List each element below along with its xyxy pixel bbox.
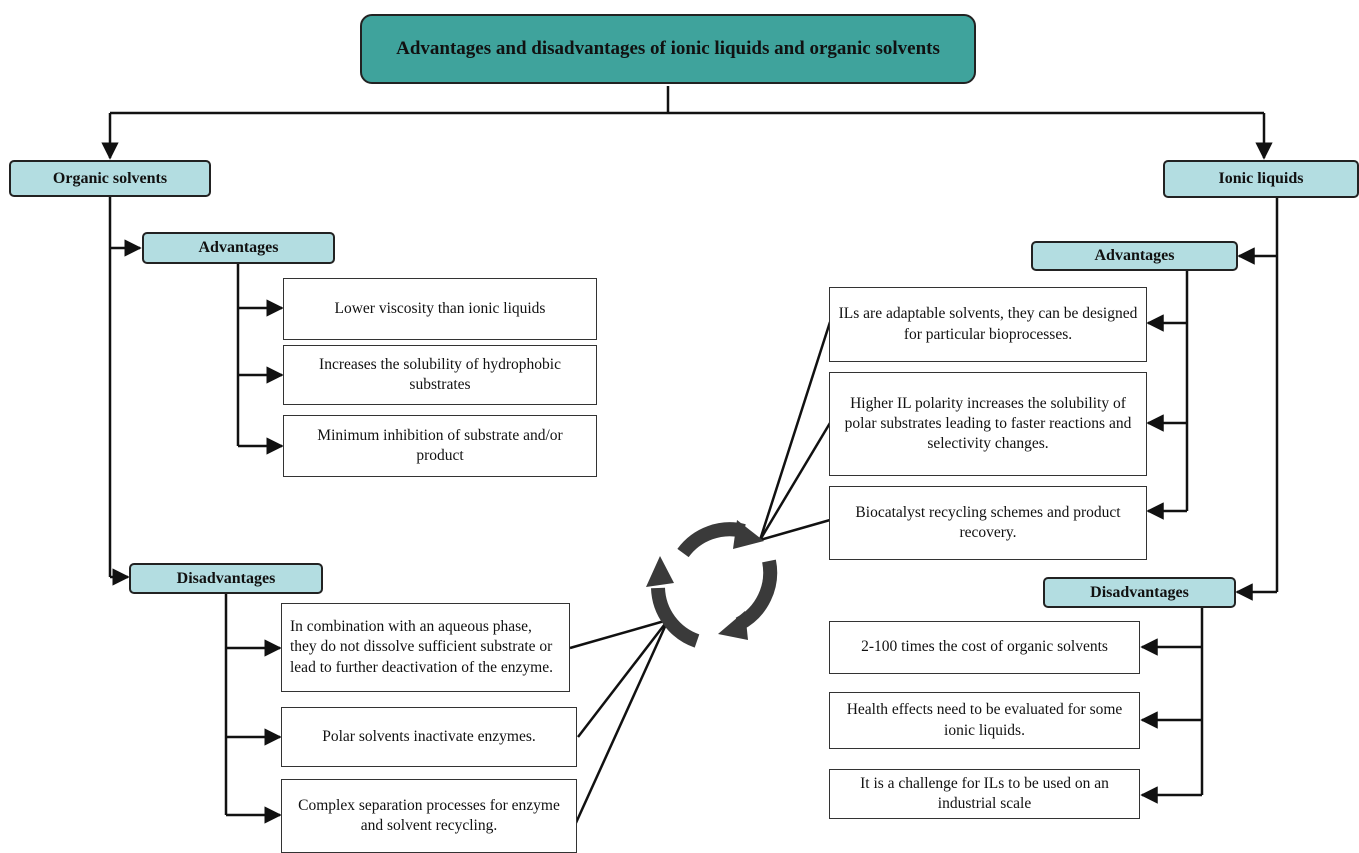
recycle-cycle-icon xyxy=(646,520,778,648)
ionic-advantage-1: ILs are adaptable solvents, they can be … xyxy=(829,287,1147,362)
ionic-liquids-label: Ionic liquids xyxy=(1163,160,1359,198)
organic-advantage-1: Lower viscosity than ionic liquids xyxy=(283,278,597,340)
organic-solvents-label: Organic solvents xyxy=(9,160,211,197)
organic-advantage-2: Increases the solubility of hydrophobic … xyxy=(283,345,597,405)
organic-advantages-label: Advantages xyxy=(142,232,335,264)
ionic-advantages-label: Advantages xyxy=(1031,241,1238,271)
organic-disadvantages-label: Disadvantages xyxy=(129,563,323,594)
ionic-advantage-2: Higher IL polarity increases the solubil… xyxy=(829,372,1147,476)
organic-disadvantage-3: Complex separation processes for enzyme … xyxy=(281,779,577,853)
ionic-disadvantage-2: Health effects need to be evaluated for … xyxy=(829,692,1140,749)
organic-disadvantage-1: In combination with an aqueous phase, th… xyxy=(281,603,570,692)
organic-advantage-3: Minimum inhibition of substrate and/or p… xyxy=(283,415,597,477)
organic-disadvantage-2: Polar solvents inactivate enzymes. xyxy=(281,707,577,767)
ionic-disadvantages-label: Disadvantages xyxy=(1043,577,1236,608)
ionic-disadvantage-1: 2-100 times the cost of organic solvents xyxy=(829,621,1140,674)
ionic-disadvantage-3: It is a challenge for ILs to be used on … xyxy=(829,769,1140,819)
ionic-advantage-3: Biocatalyst recycling schemes and produc… xyxy=(829,486,1147,560)
diagram-title: Advantages and disadvantages of ionic li… xyxy=(360,14,976,84)
